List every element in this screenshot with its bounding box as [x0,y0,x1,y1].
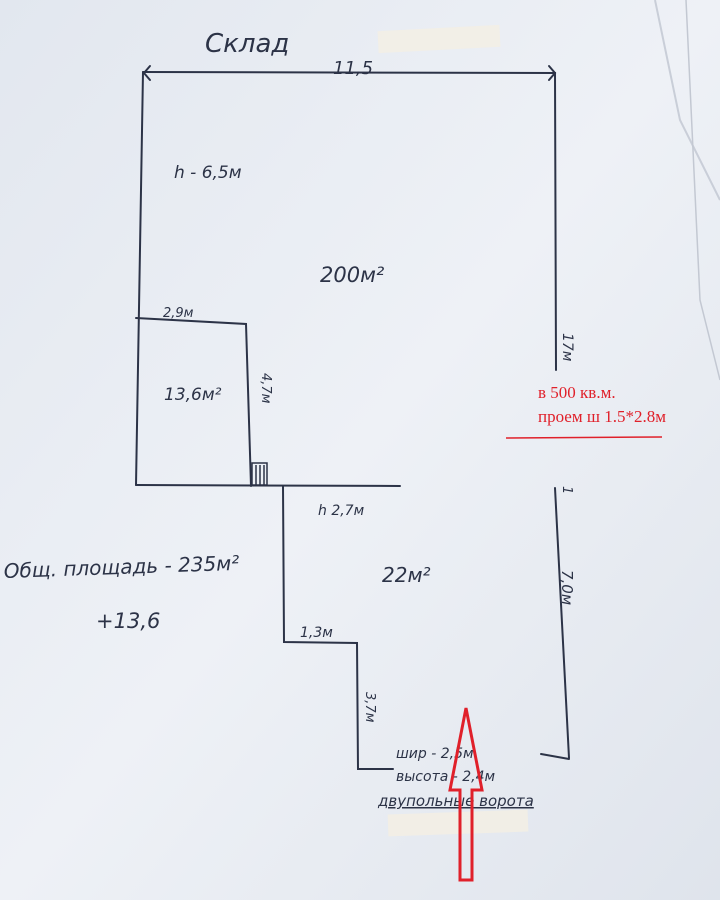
paper-edge [685,0,720,381]
entrance-arrow-icon [448,707,484,882]
wall-left [135,71,144,486]
right-side-label: 17м [559,333,575,362]
main-area-label: 200м² [320,263,385,287]
door-height-label: h 2,7м [318,503,365,519]
lower-right-label: 7,0м [558,570,576,605]
dim-tick-right [548,65,557,81]
corner-mark: 1 [559,486,574,494]
small-width-label: 2,9м [163,306,194,321]
title-label: Склад [205,29,289,59]
gate-width-label: шир - 2,5м [396,746,474,762]
wall-lower-right [554,487,570,759]
stairs-hatch [251,462,268,486]
gate-type-label: двупольные ворота [377,792,534,810]
top-width-label: 11,5 [333,58,373,79]
wall-lower-right-cap [540,753,570,760]
small-height-label: 4,7м [258,373,273,404]
gate-height-label: высота - 2,4м [396,769,496,785]
annotation-underline [505,436,663,439]
annotation-line-2: проем ш 1.5*2.8м [538,407,666,426]
step-width-label: 1,3м [300,625,333,641]
small-room-walls [135,317,252,487]
small-area-label: 13,6м² [164,385,222,405]
tape-top [377,24,501,54]
wall-lower-left [282,485,394,770]
height-label: h - 6,5м [174,163,242,183]
tape-bottom [387,809,529,837]
wall-middle [135,484,401,487]
lower-area-label: 22м² [382,563,431,587]
paper-fold [654,0,720,201]
step-height-label: 3,7м [362,692,377,723]
dim-tick-left [142,65,151,81]
annotation-line-1: в 500 кв.м. [538,383,616,402]
building-outline [135,65,570,770]
extra-area-label: +13,6 [96,609,160,633]
